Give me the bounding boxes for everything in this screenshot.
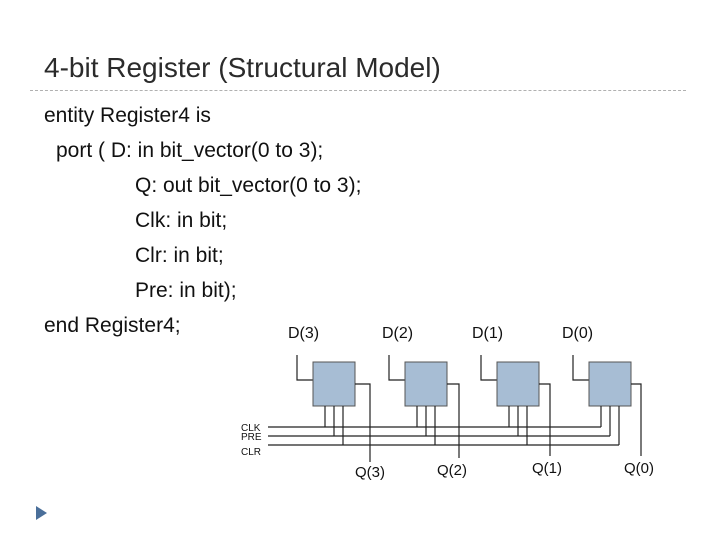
wire-q1 [539, 383, 551, 456]
code-line-4: Clk: in bit; [135, 209, 228, 232]
code-line-3: Q: out bit_vector(0 to 3); [135, 174, 362, 197]
output-label-q3: Q(3) [355, 464, 385, 481]
flipflops [312, 361, 632, 407]
flipflop-3 [312, 361, 356, 407]
control-lines [268, 426, 619, 446]
wire-d3 [296, 355, 313, 381]
flipflop-1 [496, 361, 540, 407]
input-label-d3: D(3) [288, 325, 319, 342]
code-line-2: port ( D: in bit_vector(0 to 3); [56, 139, 324, 162]
wire-q0 [631, 383, 642, 456]
clk-label: CLK [241, 423, 261, 434]
output-wires [355, 383, 642, 462]
input-label-d2: D(2) [382, 325, 413, 342]
code-line-7: end Register4; [44, 314, 181, 337]
wire-q2 [447, 383, 460, 458]
control-taps [324, 406, 620, 445]
output-label-q0: Q(0) [624, 460, 654, 477]
wire-d1 [480, 355, 497, 381]
output-label-q1: Q(1) [532, 460, 562, 477]
input-label-d0: D(0) [562, 325, 593, 342]
flipflop-0 [588, 361, 632, 407]
pre-label: PRE [241, 432, 262, 443]
input-wires [296, 355, 589, 381]
slide-title: 4-bit Register (Structural Model) [44, 52, 441, 83]
input-label-d1: D(1) [472, 325, 503, 342]
flipflop-2 [404, 361, 448, 407]
code-line-5: Clr: in bit; [135, 244, 224, 267]
wire-d2 [388, 355, 405, 381]
code-line-1: entity Register4 is [44, 104, 211, 127]
bullet-arrow-icon [36, 506, 47, 520]
title-divider [30, 90, 686, 91]
wire-q3 [355, 383, 371, 462]
code-line-6: Pre: in bit); [135, 279, 237, 302]
output-label-q2: Q(2) [437, 462, 467, 479]
wire-d0 [572, 355, 589, 381]
clr-label: CLR [241, 447, 261, 458]
